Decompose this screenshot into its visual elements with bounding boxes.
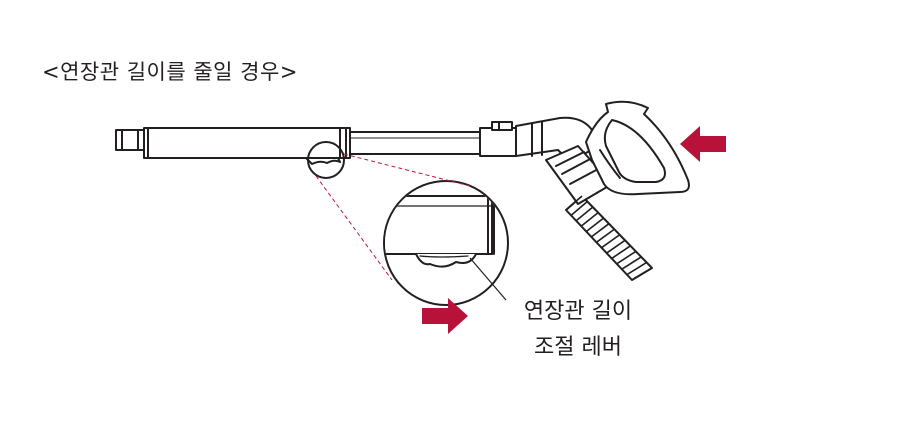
callout-label: 연장관 길이 조절 레버 [490,294,666,366]
hose-rib [616,250,637,265]
extension-pipe-inner [349,131,481,155]
pipe-nozzle-end [115,129,145,151]
hose-rib [585,217,605,233]
hose-rib [631,267,653,281]
hose-rib [580,211,599,227]
handle-grip [585,100,690,196]
callout-pointer [469,257,507,301]
hose-rib [601,234,621,249]
magnify-source-circle [307,141,345,179]
page-title: <연장관 길이를 줄일 경우> [42,60,298,84]
push-arrow-lever [422,298,468,334]
magnify-guide-lines [315,153,471,281]
callout-line-1: 연장관 길이 [523,299,633,324]
hose-ribs [565,195,653,281]
hose-rib [611,245,631,260]
hose-rib [575,206,594,222]
hose-rib [570,200,588,216]
hose-rib [621,256,642,270]
hose-rib [590,223,610,238]
hose-rib [626,261,648,276]
hose-rib [606,239,626,254]
magnified-view [383,180,509,306]
hose-rib [595,228,615,243]
hose-rib [565,195,583,211]
extension-pipe-outer [143,127,351,165]
callout-line-2: 조절 레버 [534,335,622,360]
push-arrow-handle [680,126,726,162]
